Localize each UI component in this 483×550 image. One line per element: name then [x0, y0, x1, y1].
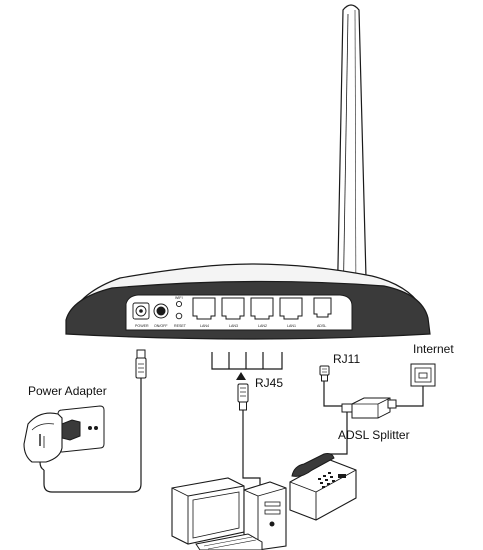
lan2-port [250, 297, 274, 320]
up-arrow-icon [236, 372, 246, 380]
phone-cable [330, 412, 348, 455]
adsl-splitter [341, 397, 397, 419]
rj11-cable [323, 381, 342, 407]
lan3-port [221, 297, 245, 320]
lan4-port [192, 297, 216, 320]
router: POWER ON/OFF WIFI RESET LAN4 LAN3 LAN2 L… [65, 263, 431, 340]
rj45-plug-icon [237, 383, 249, 411]
rj11-label: RJ11 [333, 352, 361, 366]
internet-wall-jack [410, 363, 436, 387]
port-label-wifi: WIFI [175, 296, 183, 300]
port-label-power: POWER [135, 324, 149, 328]
lan-port-bracket [211, 352, 283, 370]
internet-cable [396, 386, 424, 407]
rj45-label: RJ45 [255, 376, 284, 390]
monitor [171, 477, 245, 545]
ethernet-cable [242, 410, 261, 488]
lan-ports [192, 297, 303, 320]
adsl-splitter-label: ADSL Splitter [338, 428, 410, 442]
port-label-lan3: LAN3 [229, 324, 238, 328]
rj11-plug-icon [319, 365, 330, 382]
port-label-lan2: LAN2 [258, 324, 267, 328]
power-adapter [23, 405, 105, 471]
keyboard-keys [203, 536, 257, 550]
port-label-lan4: LAN4 [200, 324, 209, 328]
power-plug-icon [135, 349, 147, 379]
port-label-on-off: ON/OFF [154, 324, 168, 328]
port-label-adsl: ADSL [317, 324, 326, 328]
internet-label: Internet [413, 342, 454, 356]
adsl-port [313, 297, 332, 318]
antenna [336, 4, 368, 317]
power-jack [132, 302, 150, 320]
lan1-port [279, 297, 303, 320]
port-label-lan1: LAN1 [287, 324, 296, 328]
wifi-button [175, 300, 183, 308]
port-label-reset: RESET [174, 324, 187, 328]
power-adapter-label: Power Adapter [28, 384, 107, 398]
telephone [289, 453, 357, 521]
computer [171, 477, 287, 550]
on-off-button [153, 303, 169, 319]
reset-button [175, 312, 183, 320]
power-cable [43, 378, 142, 493]
